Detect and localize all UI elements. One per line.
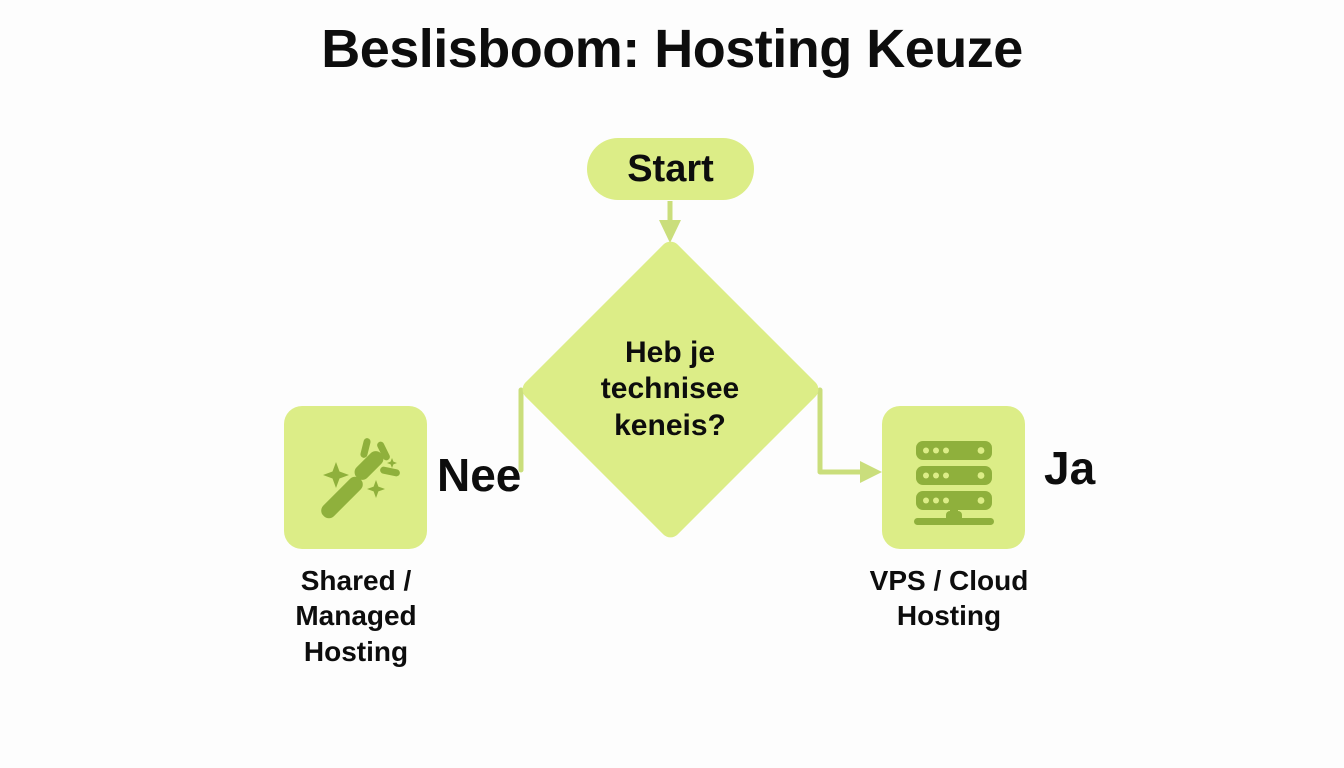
caption-right-line-1: VPS / Cloud	[869, 565, 1029, 596]
node-decision-text: Heb je technisee keneis?	[518, 238, 822, 541]
magic-wand-icon	[320, 437, 400, 518]
node-decision[interactable]: Heb je technisee keneis?	[517, 237, 823, 542]
decision-line-1: Heb je	[624, 335, 716, 369]
branch-label-no: Nee	[437, 449, 522, 501]
server-rack-icon	[913, 440, 994, 525]
decision-line-2: technisee	[600, 372, 740, 406]
connector-start-to-decision	[659, 201, 681, 243]
outcome-label-vps-cloud: VPS / Cloud Hosting	[828, 563, 1070, 634]
caption-left-line-3: Hosting	[303, 635, 409, 667]
caption-right-line-2: Hosting	[896, 600, 1002, 632]
node-start-label: Start	[627, 148, 714, 190]
decision-line-3: keneis?	[614, 408, 726, 442]
branch-label-yes: Ja	[1044, 442, 1096, 494]
node-outcome-vps-cloud[interactable]	[882, 406, 1025, 549]
outcome-label-shared-managed: Shared / Managed Hosting	[235, 563, 477, 669]
caption-left-line-1: Shared /	[300, 565, 412, 596]
page-title: Beslisboom: Hosting Keuze	[321, 19, 1023, 79]
node-start[interactable]: Start	[587, 138, 754, 200]
caption-left-line-2: Managed	[295, 600, 417, 632]
connector-decision-to-yes	[817, 387, 882, 483]
node-outcome-shared-managed[interactable]	[284, 406, 427, 549]
